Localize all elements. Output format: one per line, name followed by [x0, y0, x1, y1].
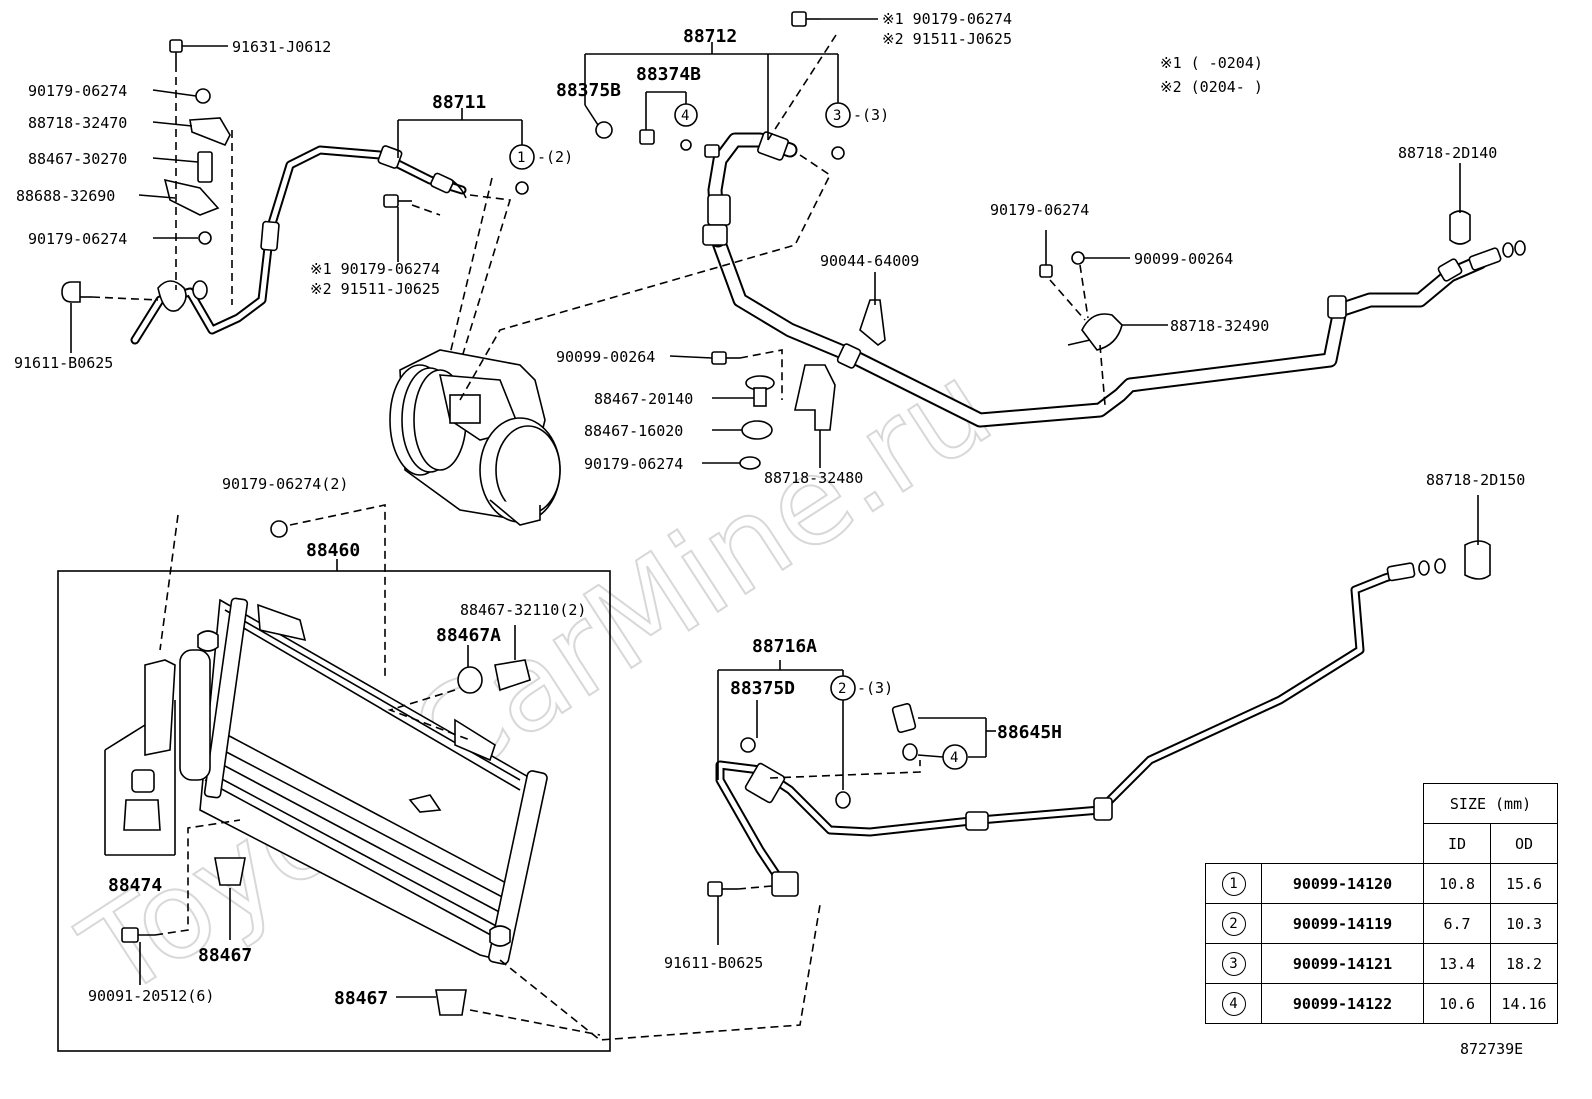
label-88467-30270: 88467-30270: [28, 150, 127, 168]
label-88467-20140: 88467-20140: [594, 390, 693, 408]
circle-ref: 2: [1221, 911, 1246, 936]
size-id: 10.6: [1423, 983, 1491, 1024]
circle-ref-2: 2: [838, 681, 846, 697]
qty-label: -(3): [857, 679, 893, 697]
circle-ref-3: 3: [833, 108, 841, 124]
col-od-header: OD: [1490, 823, 1558, 864]
circle-ref-1: 1: [517, 150, 525, 166]
diagram-id: 872739E: [1460, 1040, 1524, 1058]
label-88716A: 88716A: [752, 636, 817, 657]
label-90179-06274: ※1 90179-06274: [882, 10, 1012, 28]
condenser-88460: [57, 504, 821, 1052]
table-row: 1 90099-14120 10.8 15.6: [1205, 863, 1558, 904]
label-91611-B0625: 91611-B0625: [14, 354, 113, 372]
label-90179-06274: 90179-06274: [28, 82, 127, 100]
size-id: 6.7: [1423, 903, 1491, 944]
left-leaders: [70, 45, 228, 353]
label-88711: 88711: [432, 92, 486, 113]
part-labels: 91631-J0612 90179-06274 88718-32470 8846…: [14, 10, 1525, 1009]
label-90044-64009: 90044-64009: [820, 252, 919, 270]
col-id-header: ID: [1423, 823, 1491, 864]
label-88375B: 88375B: [556, 80, 621, 101]
label-88474: 88474: [108, 875, 162, 896]
label-88467-32110-2: 88467-32110(2): [460, 601, 586, 619]
size-od: 15.6: [1490, 863, 1558, 904]
table-row: 3 90099-14121 13.4 18.2: [1205, 943, 1558, 984]
discharge-hose-88711: [130, 145, 467, 345]
table-subheader-row: ID OD: [1206, 823, 1558, 864]
size-od: 14.16: [1490, 983, 1558, 1024]
label-88645H: 88645H: [997, 722, 1062, 743]
center-bracket-parts: [669, 349, 836, 470]
label-88467: 88467: [198, 945, 252, 966]
compressor: [389, 349, 561, 526]
label-91511-J0625: ※2 91511-J0625: [310, 280, 440, 298]
bracket-88711: [383, 108, 535, 381]
label-88375D: 88375D: [730, 678, 795, 699]
label-90179-06274: ※1 90179-06274: [310, 260, 440, 278]
label-90099-00264: 90099-00264: [1134, 250, 1233, 268]
circle-ref-4: 4: [681, 108, 689, 124]
size-id: 10.8: [1423, 863, 1491, 904]
circle-ref: 1: [1221, 871, 1246, 896]
label-90099-00264: 90099-00264: [556, 348, 655, 366]
suction-hose-88712: [702, 131, 1526, 428]
liquid-tube-88716A: [707, 495, 1491, 945]
label-88374B: 88374B: [636, 64, 701, 85]
label-88712: 88712: [683, 26, 737, 47]
part-number: 90099-14121: [1261, 943, 1424, 984]
label-88718-2D150: 88718-2D150: [1426, 471, 1525, 489]
size-header: SIZE (mm): [1423, 783, 1558, 824]
label-91511-J0625: ※2 91511-J0625: [882, 30, 1012, 48]
label-90179-06274: 90179-06274: [990, 201, 1089, 219]
label-91611-B0625: 91611-B0625: [664, 954, 763, 972]
label-90091-20512-6: 90091-20512(6): [88, 987, 214, 1005]
bracket-88712: [459, 11, 878, 401]
note-1: ※1 ( -0204): [1160, 54, 1263, 72]
size-od: 10.3: [1490, 903, 1558, 944]
label-88467-16020: 88467-16020: [584, 422, 683, 440]
circle-ref: 4: [1221, 991, 1246, 1016]
note-2: ※2 (0204- ): [1160, 78, 1263, 96]
table-header-row: SIZE (mm): [1206, 783, 1558, 824]
label-88460: 88460: [306, 540, 360, 561]
circle-ref: 3: [1221, 951, 1246, 976]
label-88467A: 88467A: [436, 625, 501, 646]
size-od: 18.2: [1490, 943, 1558, 984]
table-row: 4 90099-14122 10.6 14.16: [1205, 983, 1558, 1024]
label-90179-06274-2: 90179-06274(2): [222, 475, 348, 493]
label-88718-32480: 88718-32480: [764, 469, 863, 487]
size-table: SIZE (mm) ID OD 1 90099-14120 10.8 15.6 …: [1205, 783, 1558, 1024]
qty-label: -(3): [853, 106, 889, 124]
label-88718-32470: 88718-32470: [28, 114, 127, 132]
label-88467: 88467: [334, 988, 388, 1009]
table-row: 2 90099-14119 6.7 10.3: [1205, 903, 1558, 944]
part-number: 90099-14122: [1261, 983, 1424, 1024]
circle-ref-4: 4: [950, 750, 958, 766]
part-number: 90099-14119: [1261, 903, 1424, 944]
qty-label: -(2): [537, 148, 573, 166]
label-88688-32690: 88688-32690: [16, 187, 115, 205]
size-id: 13.4: [1423, 943, 1491, 984]
part-number: 90099-14120: [1261, 863, 1424, 904]
left-bracket-parts: [61, 39, 233, 305]
suction-clamps: [859, 163, 1471, 406]
label-88718-32490: 88718-32490: [1170, 317, 1269, 335]
label-91631-J0612: 91631-J0612: [232, 38, 331, 56]
label-90179-06274: 90179-06274: [28, 230, 127, 248]
label-90179-06274: 90179-06274: [584, 455, 683, 473]
label-88718-2D140: 88718-2D140: [1398, 144, 1497, 162]
